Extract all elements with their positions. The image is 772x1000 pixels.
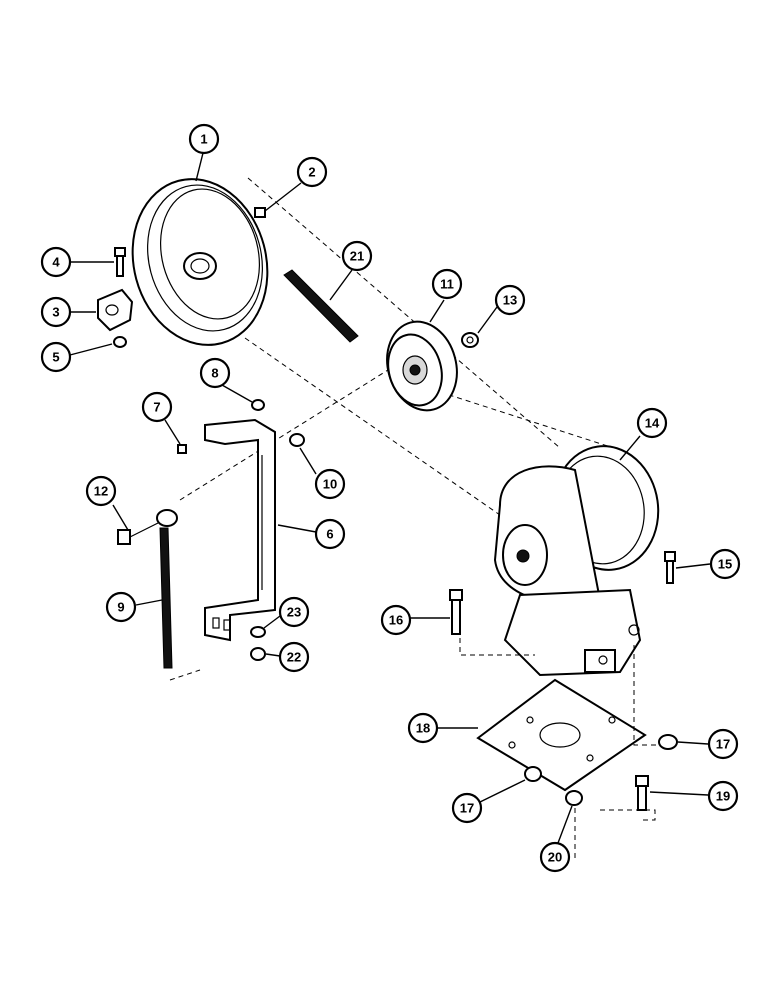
svg-text:1: 1 bbox=[200, 132, 207, 147]
svg-text:18: 18 bbox=[416, 721, 430, 736]
svg-text:6: 6 bbox=[326, 527, 333, 542]
callout-11: 11 bbox=[431, 268, 463, 300]
pulley-nut bbox=[461, 332, 479, 348]
callout-20: 20 bbox=[539, 841, 571, 873]
callout-9: 9 bbox=[105, 591, 137, 623]
pulley-hub bbox=[97, 288, 134, 332]
callout-23: 23 bbox=[278, 596, 310, 628]
callout-17-right: 17 bbox=[707, 728, 739, 760]
mounting-bracket bbox=[204, 418, 276, 642]
leader-lines bbox=[69, 152, 711, 844]
bracket-spacer-10 bbox=[289, 433, 305, 447]
set-screw bbox=[254, 207, 266, 218]
eye-bolt-screw bbox=[117, 521, 161, 545]
callout-16: 16 bbox=[380, 604, 412, 636]
svg-text:10: 10 bbox=[323, 477, 337, 492]
callout-1: 1 bbox=[188, 123, 220, 155]
svg-text:15: 15 bbox=[718, 557, 732, 572]
callout-12: 12 bbox=[85, 475, 117, 507]
nut-22 bbox=[250, 647, 266, 661]
svg-text:19: 19 bbox=[716, 789, 730, 804]
callout-5: 5 bbox=[40, 341, 72, 373]
svg-text:9: 9 bbox=[117, 600, 124, 615]
compressor-bolt-15 bbox=[664, 551, 676, 584]
svg-text:12: 12 bbox=[94, 484, 108, 499]
callout-2: 2 bbox=[296, 156, 328, 188]
callout-4: 4 bbox=[40, 246, 72, 278]
svg-text:23: 23 bbox=[287, 605, 301, 620]
callout-18: 18 bbox=[407, 712, 439, 744]
svg-text:21: 21 bbox=[350, 249, 364, 264]
large-pulley bbox=[131, 178, 269, 346]
callout-10: 10 bbox=[314, 468, 346, 500]
bracket-nut-8 bbox=[251, 399, 265, 411]
callout-22: 22 bbox=[278, 641, 310, 673]
svg-text:20: 20 bbox=[548, 850, 562, 865]
svg-text:11: 11 bbox=[440, 277, 454, 292]
plate-bolt-19 bbox=[635, 775, 649, 811]
svg-text:2: 2 bbox=[308, 165, 315, 180]
idler-pulley bbox=[386, 320, 458, 412]
bracket-bolt-7 bbox=[177, 444, 187, 454]
belt-path bbox=[179, 177, 621, 516]
svg-text:5: 5 bbox=[52, 350, 59, 365]
svg-text:7: 7 bbox=[153, 400, 160, 415]
callout-14: 14 bbox=[636, 407, 668, 439]
compressor-bolt-16 bbox=[449, 589, 463, 635]
compressor-clutch bbox=[493, 445, 660, 677]
washer-23 bbox=[250, 626, 266, 638]
callout-7: 7 bbox=[141, 391, 173, 423]
svg-text:14: 14 bbox=[645, 416, 660, 431]
callout-3: 3 bbox=[40, 296, 72, 328]
hub-nut bbox=[113, 336, 127, 348]
callout-15: 15 bbox=[709, 548, 741, 580]
drive-belt bbox=[283, 269, 359, 343]
callout-19: 19 bbox=[707, 780, 739, 812]
svg-text:17: 17 bbox=[716, 737, 730, 752]
callout-17-left: 17 bbox=[451, 792, 483, 824]
svg-text:17: 17 bbox=[460, 801, 474, 816]
threaded-eye-bolt bbox=[156, 509, 178, 669]
callout-8: 8 bbox=[199, 357, 231, 389]
svg-text:8: 8 bbox=[211, 366, 218, 381]
mounting-plate bbox=[476, 678, 647, 792]
lock-nut-17-left bbox=[524, 766, 542, 782]
svg-text:16: 16 bbox=[389, 613, 403, 628]
callout-21: 21 bbox=[341, 240, 373, 272]
svg-text:13: 13 bbox=[503, 293, 517, 308]
callout-6: 6 bbox=[314, 518, 346, 550]
hub-bolt bbox=[114, 247, 126, 277]
nut-20 bbox=[565, 790, 583, 806]
callout-13: 13 bbox=[494, 284, 526, 316]
svg-text:4: 4 bbox=[52, 255, 60, 270]
lock-nut-17-right bbox=[658, 734, 678, 750]
svg-text:22: 22 bbox=[287, 650, 301, 665]
svg-text:3: 3 bbox=[52, 305, 59, 320]
